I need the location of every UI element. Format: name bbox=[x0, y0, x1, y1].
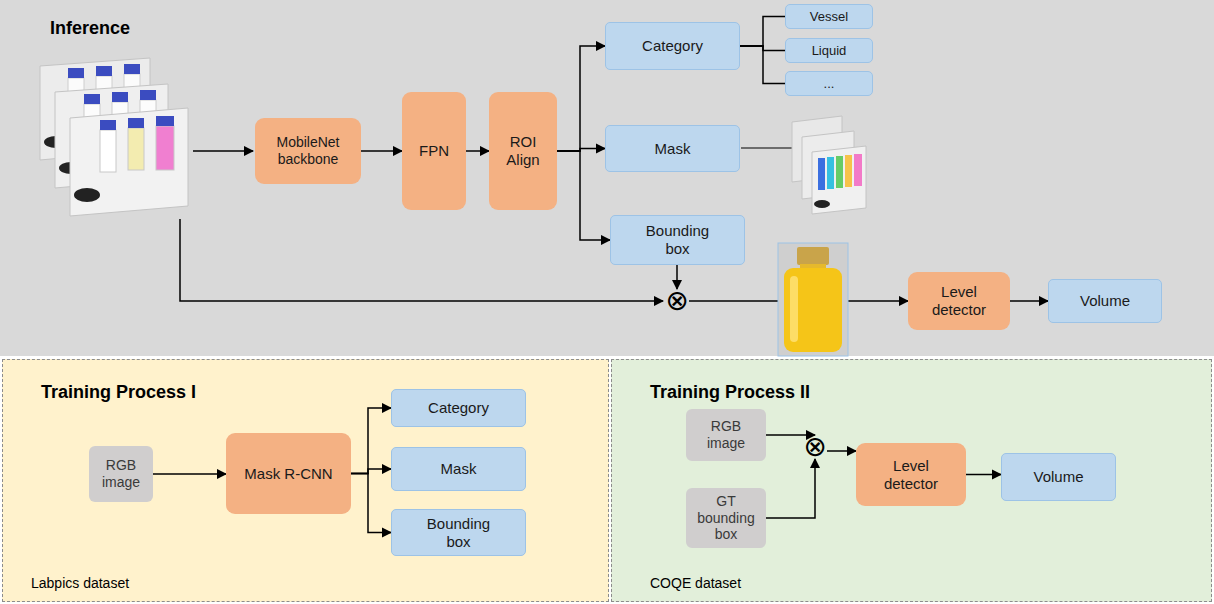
process-box: Level detector bbox=[908, 272, 1010, 330]
box-label: Mask bbox=[655, 140, 691, 158]
box-label: Level detector bbox=[871, 457, 951, 493]
box-label: MobileNet backbone bbox=[262, 134, 354, 168]
box-label: GT bounding box bbox=[696, 493, 756, 543]
output-box: Liquid bbox=[785, 38, 873, 63]
output-box: Category bbox=[605, 22, 740, 70]
box-label: ... bbox=[824, 76, 835, 92]
box-label: Liquid bbox=[812, 43, 847, 59]
output-box: ... bbox=[785, 71, 873, 96]
dark-object bbox=[814, 200, 830, 208]
output-box: Bounding box bbox=[391, 509, 526, 556]
input-box: RGB image bbox=[89, 446, 153, 502]
multiply-symbol: ⊗ bbox=[803, 435, 827, 459]
panel-region: Training Process II COQE dataset RGB image… bbox=[611, 359, 1212, 602]
mask-bar bbox=[836, 156, 843, 188]
panel-heading: Training Process I bbox=[41, 382, 196, 403]
output-box: Category bbox=[391, 389, 526, 427]
output-box: Mask bbox=[391, 447, 526, 491]
photo-frame bbox=[70, 108, 188, 216]
dark-object bbox=[74, 188, 100, 202]
mask-bar bbox=[818, 158, 825, 190]
bottle-cap bbox=[112, 92, 128, 102]
photo-frame bbox=[812, 146, 866, 214]
cropped-vessel bbox=[778, 243, 848, 356]
process-box: MobileNet backbone bbox=[255, 118, 361, 184]
box-label: Vessel bbox=[810, 9, 848, 25]
mask-output-line bbox=[741, 147, 792, 148]
connector-arrow bbox=[827, 450, 856, 452]
box-label: Mask R-CNN bbox=[244, 465, 332, 483]
box-label: Volume bbox=[1080, 292, 1130, 310]
bottle-cap bbox=[68, 68, 84, 78]
connector-arrow bbox=[361, 150, 402, 152]
output-box: Volume bbox=[1048, 279, 1162, 323]
box-label: Mask bbox=[441, 460, 477, 478]
process-box: FPN bbox=[402, 92, 466, 210]
input-arrow bbox=[193, 150, 253, 152]
process-box: Mask R-CNN bbox=[226, 433, 351, 514]
output-box: Vessel bbox=[785, 4, 873, 29]
box-label: ROI Align bbox=[495, 133, 551, 169]
multiply-sign: ⊗ bbox=[803, 435, 826, 459]
multiply-symbol: ⊗ bbox=[665, 289, 689, 313]
vessel-cap bbox=[797, 247, 829, 265]
input-box: RGB image bbox=[686, 409, 766, 461]
output-box: Mask bbox=[605, 125, 740, 172]
bottle bbox=[100, 130, 116, 172]
connector-arrow bbox=[1010, 300, 1048, 302]
bottle-cap bbox=[96, 66, 112, 76]
process-box: ROI Align bbox=[489, 92, 557, 210]
connector-arrow bbox=[966, 474, 1001, 476]
bottle-cap bbox=[156, 116, 174, 126]
dataset-label: COQE dataset bbox=[650, 575, 741, 591]
bottle-cap bbox=[100, 120, 116, 130]
mask-bar bbox=[827, 157, 834, 189]
multiply-sign: ⊗ bbox=[665, 289, 688, 313]
process-box: Level detector bbox=[856, 443, 966, 506]
bottle bbox=[128, 128, 144, 170]
vessel-body bbox=[784, 268, 842, 352]
mask-bar bbox=[854, 154, 862, 186]
box-label: Volume bbox=[1033, 468, 1083, 486]
vessel-highlight bbox=[790, 276, 798, 342]
panel-heading: Inference bbox=[50, 18, 130, 39]
bottle bbox=[156, 126, 174, 170]
box-label: Level detector bbox=[919, 283, 999, 319]
box-label: RGB image bbox=[95, 457, 147, 491]
dataset-label: Labpics dataset bbox=[31, 575, 129, 591]
connector-arrow bbox=[676, 265, 678, 289]
box-label: FPN bbox=[419, 142, 449, 160]
box-label: RGB image bbox=[698, 418, 754, 452]
box-label: Category bbox=[428, 399, 489, 417]
panel-region: Training Process I Labpics dataset RGB ima… bbox=[2, 359, 609, 602]
output-box: Bounding box bbox=[610, 215, 745, 265]
crop-frame bbox=[778, 243, 848, 356]
input-box: GT bounding box bbox=[686, 488, 766, 548]
output-box: Volume bbox=[1001, 453, 1116, 501]
bottle-cap bbox=[84, 94, 100, 104]
connector-arrow bbox=[466, 150, 489, 152]
bottle-cap bbox=[128, 118, 144, 128]
box-label: Bounding box bbox=[638, 222, 718, 258]
box-label: Category bbox=[642, 37, 703, 55]
panel-heading: Training Process II bbox=[650, 382, 810, 403]
mask-bar bbox=[845, 155, 852, 187]
box-label: Bounding box bbox=[419, 515, 499, 551]
bottle-cap bbox=[140, 90, 156, 100]
bottle-cap bbox=[124, 64, 140, 74]
connector-arrow bbox=[153, 473, 226, 475]
